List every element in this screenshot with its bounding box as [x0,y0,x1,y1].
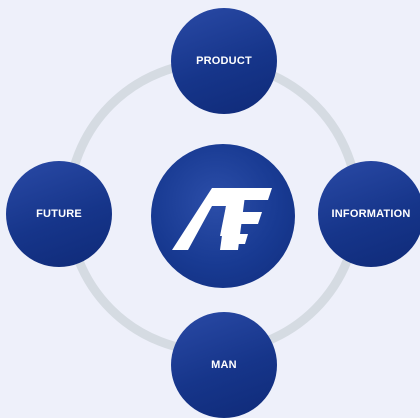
node-future: FUTURE [6,161,112,267]
center-logo-circle [151,144,295,288]
node-product-label: PRODUCT [196,55,252,67]
node-information: INFORMATION [318,161,420,267]
node-product: PRODUCT [171,8,277,114]
node-man: MAN [171,312,277,418]
node-information-label: INFORMATION [331,208,411,220]
node-man-label: MAN [211,359,237,371]
node-future-label: FUTURE [36,208,82,220]
af-logo-icon [172,188,272,250]
